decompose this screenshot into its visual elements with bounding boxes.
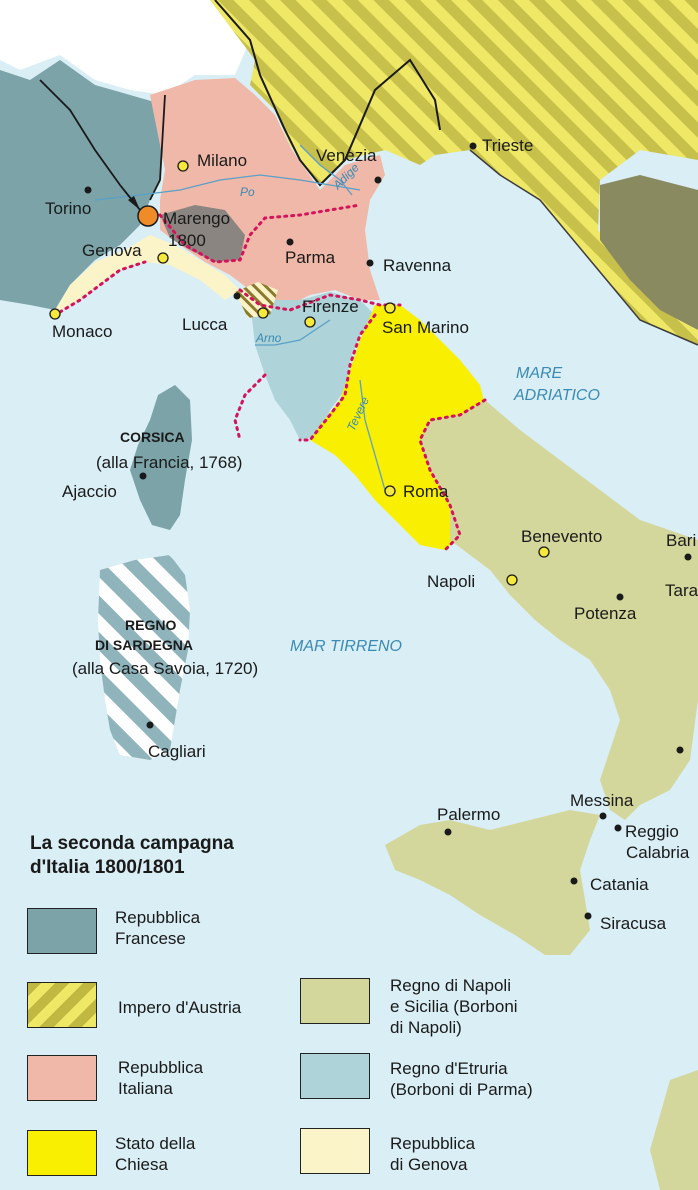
label-messina: Messina	[570, 791, 634, 810]
label-ravenna: Ravenna	[383, 256, 452, 275]
legend-line: Italiana	[118, 1079, 173, 1098]
region-ottoman	[600, 175, 698, 330]
legend-label-repubblica-francese: Repubblica Francese	[115, 907, 200, 949]
label-mar-tirreno: MAR TIRRENO	[290, 638, 402, 655]
label-torino: Torino	[45, 199, 91, 218]
label-monaco: Monaco	[52, 322, 112, 341]
label-taranto: Tara	[665, 581, 698, 600]
label-firenze: Firenze	[302, 297, 359, 316]
label-calabria: Calabria	[626, 843, 690, 862]
label-sardegna-note: (alla Casa Savoia, 1720)	[72, 659, 258, 678]
label-mare-adriatico-2: ADRIATICO	[513, 387, 600, 404]
legend-label-impero-austria: Impero d'Austria	[118, 997, 241, 1018]
label-potenza: Potenza	[574, 604, 637, 623]
label-sardegna-1: REGNO	[125, 617, 176, 633]
march-route	[39, 79, 141, 211]
label-venezia: Venezia	[316, 146, 377, 165]
legend-line: Repubblica	[118, 1058, 204, 1077]
city-markers-yellow	[49, 160, 550, 586]
region-regno-etruria	[250, 292, 375, 440]
label-reggio: Reggio	[625, 822, 679, 841]
legend-swatch-regno-napoli	[300, 978, 370, 1024]
legend-line: Stato della	[115, 1134, 196, 1153]
label-mare-adriatico-1: MARE	[516, 365, 563, 382]
legend-swatch-repubblica-francese	[27, 908, 97, 954]
legend-line: (Borboni di Parma)	[390, 1080, 533, 1099]
legend-line: Repubblica	[390, 1134, 476, 1153]
label-napoli: Napoli	[427, 572, 475, 591]
legend-line: Regno d'Etruria	[390, 1059, 508, 1078]
label-marengo-year: 1800	[168, 231, 206, 250]
label-sardegna-2: DI SARDEGNA	[95, 637, 193, 653]
rivers	[94, 144, 386, 491]
legend-line: e Sicilia (Borboni	[390, 997, 518, 1016]
legend-label-stato-chiesa: Stato della Chiesa	[115, 1133, 195, 1175]
legend-swatch-regno-etruria	[300, 1053, 370, 1099]
island-sicilia	[385, 810, 600, 955]
borders-dotted	[58, 203, 487, 552]
river-label-po: Po	[240, 185, 255, 199]
island-sardegna	[98, 555, 190, 760]
label-roma: Roma	[403, 482, 449, 501]
legend-line: di Napoli)	[390, 1018, 462, 1037]
battle-marker-marengo	[137, 205, 159, 227]
coastline-dalmatia	[469, 149, 698, 346]
label-bari: Bari	[666, 531, 696, 550]
border-austria	[214, 0, 441, 187]
region-impero-austria	[210, 0, 698, 345]
label-genova: Genova	[82, 241, 142, 260]
legend-label-regno-napoli: Regno di Napoli e Sicilia (Borboni di Na…	[390, 975, 518, 1038]
legend-swatch-stato-chiesa	[27, 1130, 97, 1176]
city-markers-black	[84, 142, 692, 920]
label-corsica: CORSICA	[120, 429, 185, 445]
label-milano: Milano	[197, 151, 247, 170]
legend-swatch-impero-austria	[27, 982, 97, 1028]
label-ajaccio: Ajaccio	[62, 482, 117, 501]
region-repubblica-genova	[55, 235, 240, 312]
region-repubblica-francese	[0, 60, 165, 310]
island-corsica	[130, 385, 192, 530]
legend-line: Repubblica	[115, 908, 201, 927]
marengo-area	[160, 205, 245, 262]
march-arrowhead	[128, 196, 140, 210]
label-cagliari: Cagliari	[148, 742, 206, 761]
island-bottom-right	[650, 1070, 698, 1190]
legend-label-regno-etruria: Regno d'Etruria (Borboni di Parma)	[390, 1058, 533, 1100]
label-catania: Catania	[590, 875, 649, 894]
legend-title: La seconda campagna d'Italia 1800/1801	[30, 832, 310, 880]
label-parma: Parma	[285, 248, 336, 267]
label-san-marino: San Marino	[382, 318, 469, 337]
legend-line: Francese	[115, 929, 186, 948]
legend-label-repubblica-italiana: Repubblica Italiana	[118, 1057, 203, 1099]
label-siracusa: Siracusa	[600, 914, 667, 933]
region-regno-napoli	[420, 400, 698, 820]
label-lucca: Lucca	[182, 315, 228, 334]
legend-label-repubblica-genova: Repubblica di Genova	[390, 1133, 475, 1175]
label-trieste: Trieste	[482, 136, 533, 155]
legend-swatch-repubblica-genova	[300, 1128, 370, 1174]
legend-line: Chiesa	[115, 1155, 168, 1174]
legend-swatch-repubblica-italiana	[27, 1055, 97, 1101]
legend-line: Regno di Napoli	[390, 976, 511, 995]
label-marengo: Marengo	[163, 209, 230, 228]
lucca-republic	[235, 282, 278, 318]
label-benevento: Benevento	[521, 527, 602, 546]
legend-line: Impero d'Austria	[118, 998, 242, 1017]
river-label-arno: Arno	[255, 331, 282, 345]
swiss-land	[0, 0, 250, 95]
legend-line: di Genova	[390, 1155, 468, 1174]
label-palermo: Palermo	[437, 805, 500, 824]
region-stato-chiesa	[310, 305, 485, 550]
legend-title-line2: d'Italia 1800/1801	[30, 857, 185, 878]
label-corsica-note: (alla Francia, 1768)	[96, 453, 242, 472]
legend-title-line1: La seconda campagna	[30, 833, 234, 854]
